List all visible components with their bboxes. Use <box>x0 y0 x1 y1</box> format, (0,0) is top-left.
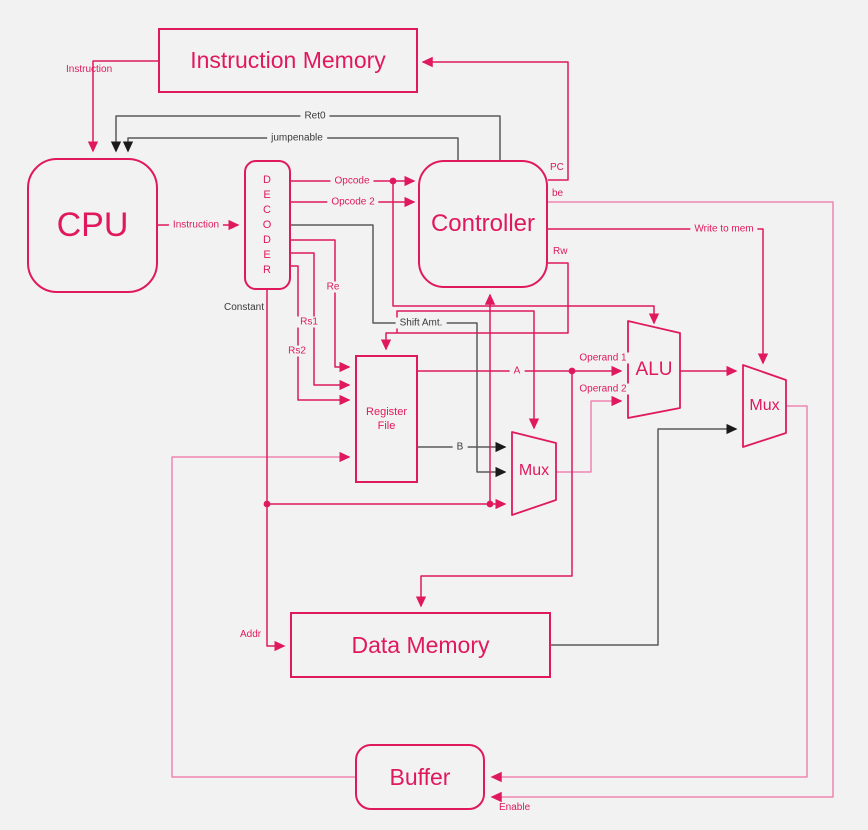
mux-bottom-shape <box>742 364 787 448</box>
junction-a <box>568 367 576 375</box>
decoder-block: DECODER <box>244 160 291 290</box>
instruction-memory-block: Instruction Memory <box>158 28 418 93</box>
label-rs1: Rs1 <box>296 316 322 328</box>
wire-writeback-loop <box>171 451 355 778</box>
cpu-label: CPU <box>56 206 129 244</box>
label-b: B <box>452 441 468 453</box>
controller-block: Controller <box>418 160 548 288</box>
label-a: A <box>509 365 525 377</box>
wire-instruction-fetch <box>87 60 158 153</box>
wire-write-to-mem <box>548 228 769 365</box>
wire-datamem-out <box>551 423 738 646</box>
wire-rw <box>380 262 569 351</box>
wire-pc <box>421 56 569 181</box>
buffer-label: Buffer <box>389 763 451 790</box>
wire-a-to-datamem <box>415 371 573 608</box>
cpu-block: CPU <box>27 158 158 293</box>
wire-rs2 <box>291 265 351 406</box>
label-opcode2: Opcode 2 <box>327 196 379 208</box>
label-rs2: Rs2 <box>284 345 310 357</box>
wire-be-enable <box>490 201 834 803</box>
label-operand2: Operand 2 <box>575 383 631 395</box>
decoder-label: DECODER <box>262 173 273 276</box>
label-be: be <box>552 188 564 199</box>
instruction-memory-label: Instruction Memory <box>190 47 386 73</box>
data-memory-block: Data Memory <box>290 612 551 678</box>
mux-top-shape <box>511 431 557 516</box>
label-re: Re <box>322 281 344 293</box>
label-instruction-fetch: Instruction <box>66 64 113 75</box>
label-write-to-mem: Write to mem <box>690 223 758 235</box>
junction-constant-2 <box>486 500 494 508</box>
wire-opcode-alu-op <box>392 181 660 325</box>
data-memory-label: Data Memory <box>351 631 490 658</box>
label-operand1: Operand 1 <box>575 352 631 364</box>
register-file-block: Register File <box>355 355 418 483</box>
label-pc: PC <box>550 162 564 173</box>
alu-label: ALU <box>635 359 673 380</box>
register-file-label: Register File <box>366 406 407 432</box>
label-rw: Rw <box>553 246 568 257</box>
label-enable: Enable <box>499 802 531 813</box>
label-instruction-decode: Instruction <box>168 219 224 231</box>
label-shift-amt: Shift Amt. <box>395 317 447 329</box>
junction-opcode <box>389 177 397 185</box>
mux-top-label: Mux <box>518 462 550 479</box>
label-ret0: Ret0 <box>300 110 330 122</box>
wire-mux2-out <box>490 405 808 783</box>
label-addr: Addr <box>240 629 262 640</box>
label-constant: Constant <box>224 302 265 313</box>
controller-label: Controller <box>430 210 536 237</box>
junction-constant-1 <box>263 500 271 508</box>
mux-bottom-label: Mux <box>749 397 780 414</box>
label-opcode: Opcode <box>330 175 374 187</box>
label-jumpenable: jumpenable <box>267 132 327 144</box>
wire-mux1-out-operand2 <box>556 395 623 473</box>
wire-re <box>291 239 351 373</box>
buffer-block: Buffer <box>355 744 485 810</box>
wire-constant-addr <box>266 290 286 652</box>
